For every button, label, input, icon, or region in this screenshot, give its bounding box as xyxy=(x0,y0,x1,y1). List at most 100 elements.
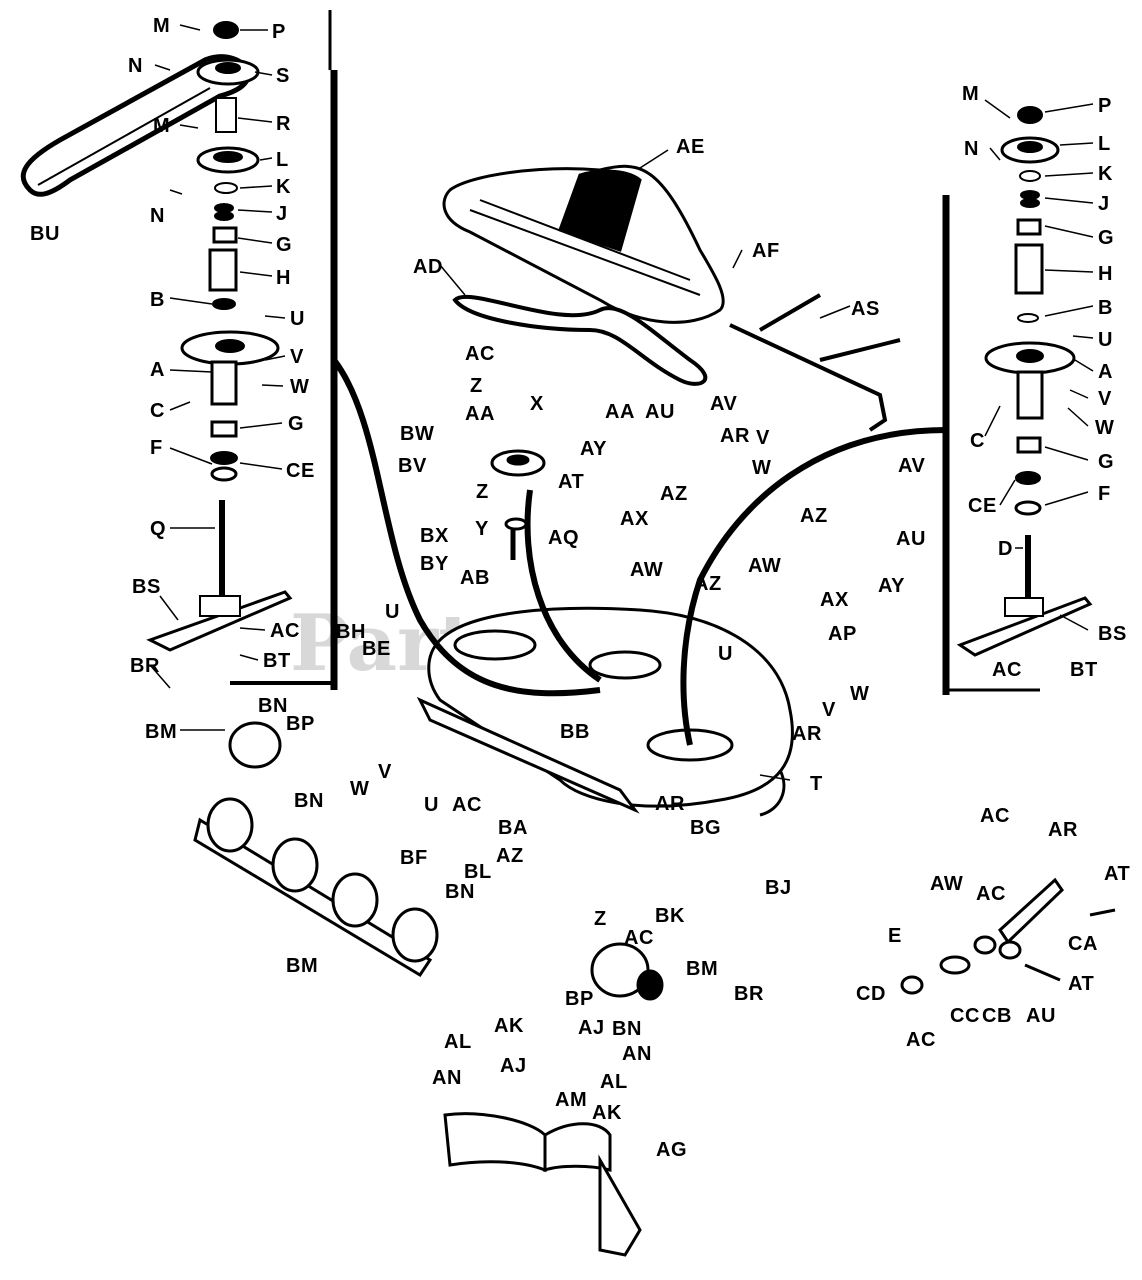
label-P: P xyxy=(1098,95,1112,117)
left-spindle-assembly xyxy=(20,21,293,652)
label-V: V xyxy=(822,699,836,721)
label-CD: CD xyxy=(856,983,886,1005)
label-Z: Z xyxy=(594,908,607,930)
label-BN: BN xyxy=(294,790,324,812)
label-W: W xyxy=(290,376,309,398)
label-CB: CB xyxy=(982,1005,1012,1027)
label-B: B xyxy=(150,289,165,311)
label-AW: AW xyxy=(630,559,663,581)
label-AY: AY xyxy=(878,575,905,597)
label-AR: AR xyxy=(655,793,685,815)
label-AL: AL xyxy=(444,1031,472,1053)
label-BP: BP xyxy=(286,713,315,735)
label-D: D xyxy=(998,538,1013,560)
label-CC: CC xyxy=(950,1005,980,1027)
label-L: L xyxy=(1098,133,1111,155)
part-labels: M P N S R M L N K J G H B U A V W C G F … xyxy=(30,15,1130,1161)
label-AK: AK xyxy=(494,1015,524,1037)
label-AC: AC xyxy=(980,805,1010,827)
label-AU: AU xyxy=(645,401,675,423)
label-BU: BU xyxy=(30,223,60,245)
label-Y: Y xyxy=(475,518,489,540)
label-U: U xyxy=(424,794,439,816)
label-AA: AA xyxy=(605,401,635,423)
label-BK: BK xyxy=(655,905,685,927)
label-N: N xyxy=(128,55,143,77)
drive-belts xyxy=(331,358,947,746)
label-A: A xyxy=(1098,361,1113,383)
label-AG: AG xyxy=(656,1139,687,1161)
label-W: W xyxy=(1095,417,1114,439)
label-AZ: AZ xyxy=(496,845,524,867)
label-CE: CE xyxy=(286,460,315,482)
label-AT: AT xyxy=(558,471,584,493)
label-M: M xyxy=(153,15,170,37)
leader-lines xyxy=(149,24,1094,781)
left-spindle-frame xyxy=(230,10,338,690)
label-U: U xyxy=(718,643,733,665)
label-W: W xyxy=(350,778,369,800)
link-assembly xyxy=(900,877,1116,995)
label-AZ: AZ xyxy=(694,573,722,595)
label-V: V xyxy=(1098,388,1112,410)
mower-deck xyxy=(416,606,794,817)
label-BX: BX xyxy=(420,525,449,547)
label-AX: AX xyxy=(820,589,849,611)
label-BT: BT xyxy=(263,650,291,672)
label-AD: AD xyxy=(413,256,443,278)
label-AK: AK xyxy=(592,1102,622,1124)
label-AX: AX xyxy=(620,508,649,530)
label-BM: BM xyxy=(686,958,718,980)
label-BT: BT xyxy=(1070,659,1098,681)
idler-pulley xyxy=(490,449,546,560)
label-L: L xyxy=(276,149,289,171)
label-N: N xyxy=(150,205,165,227)
label-V: V xyxy=(378,761,392,783)
label-BH: BH xyxy=(336,621,366,643)
label-F: F xyxy=(1098,483,1111,505)
roller-assembly xyxy=(193,721,664,1001)
label-AC: AC xyxy=(992,659,1022,681)
label-BR: BR xyxy=(130,655,160,677)
label-BP: BP xyxy=(565,988,594,1010)
label-AU: AU xyxy=(896,528,926,550)
label-AW: AW xyxy=(748,555,781,577)
label-BM: BM xyxy=(286,955,318,977)
label-V: V xyxy=(756,427,770,449)
label-AV: AV xyxy=(898,455,925,477)
label-BN: BN xyxy=(258,695,288,717)
label-AY: AY xyxy=(580,438,607,460)
label-G: G xyxy=(288,413,304,435)
label-AU: AU xyxy=(1026,1005,1056,1027)
label-Z: Z xyxy=(470,375,483,397)
label-AC: AC xyxy=(270,620,300,642)
label-X: X xyxy=(530,393,544,415)
label-BY: BY xyxy=(420,553,449,575)
belt-guard-assembly xyxy=(442,164,901,432)
label-AZ: AZ xyxy=(800,505,828,527)
label-AF: AF xyxy=(752,240,780,262)
label-P: P xyxy=(272,21,286,43)
label-M: M xyxy=(962,83,979,105)
label-AN: AN xyxy=(432,1067,462,1089)
label-U: U xyxy=(290,308,305,330)
label-AC: AC xyxy=(465,343,495,365)
label-Z: Z xyxy=(476,481,489,503)
label-AR: AR xyxy=(1048,819,1078,841)
label-AJ: AJ xyxy=(500,1055,527,1077)
label-BJ: BJ xyxy=(765,877,792,899)
label-E: E xyxy=(888,925,902,947)
label-AR: AR xyxy=(792,723,822,745)
label-K: K xyxy=(1098,163,1113,185)
label-CE: CE xyxy=(968,495,997,517)
label-W: W xyxy=(752,457,771,479)
label-BS: BS xyxy=(132,576,161,598)
label-G: G xyxy=(1098,451,1114,473)
label-AM: AM xyxy=(555,1089,587,1111)
label-BM: BM xyxy=(145,721,177,743)
label-AQ: AQ xyxy=(548,527,579,549)
label-C: C xyxy=(970,430,985,452)
label-AC: AC xyxy=(452,794,482,816)
label-BG: BG xyxy=(690,817,721,839)
label-BR: BR xyxy=(734,983,764,1005)
